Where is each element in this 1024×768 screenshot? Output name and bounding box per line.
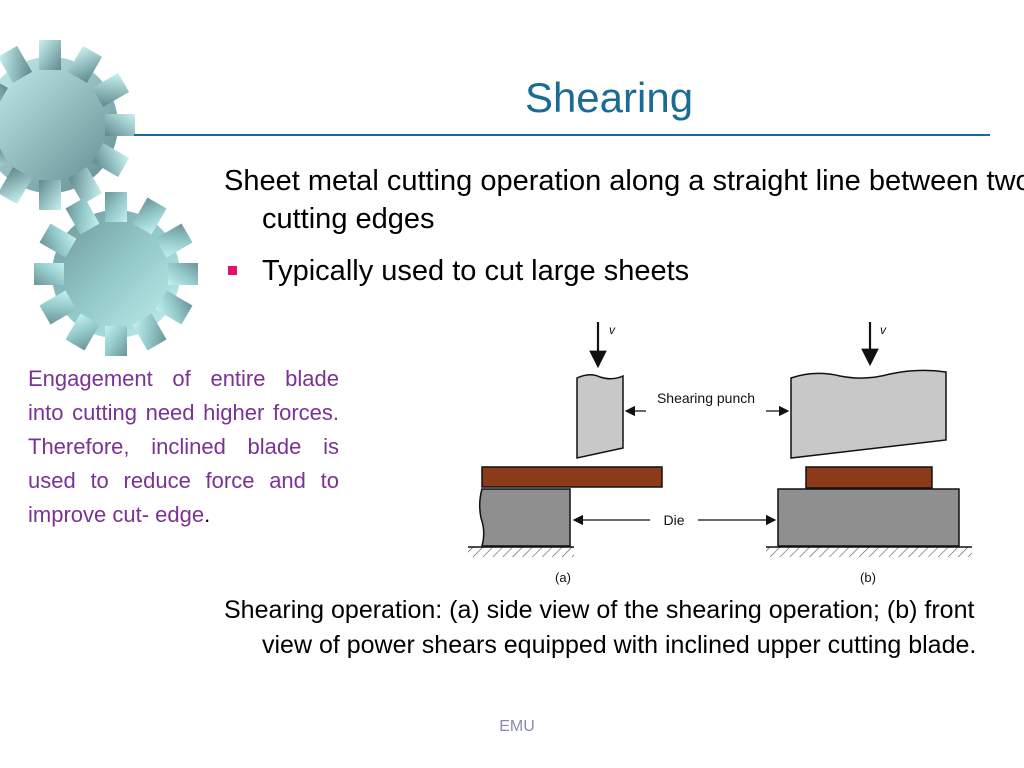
label-b: (b) [860, 570, 876, 585]
slide-title: Shearing [524, 74, 694, 121]
figure-caption: Shearing operation: (a) side view of the… [224, 596, 977, 659]
die-label: Die [663, 512, 684, 528]
main-bullet-text: Sheet metal cutting operation along a st… [224, 165, 1024, 235]
ground-hatch-b [766, 547, 972, 557]
die-a [478, 488, 571, 547]
gear-icon [34, 192, 198, 356]
velocity-label-b: v [880, 323, 887, 337]
punch-a [576, 374, 624, 459]
die-b [777, 488, 960, 547]
shearing-figure: v v Shearing punch Die (a) (b) [468, 322, 972, 585]
label-a: (a) [555, 570, 571, 585]
side-note-period: . [204, 502, 211, 527]
square-bullet-icon [228, 266, 237, 275]
sub-bullet-text: Typically used to cut large sheets [262, 255, 690, 287]
title-divider [134, 134, 990, 136]
side-note-text: Engagement of entire blade into cutting … [28, 366, 339, 527]
inclined-punch-b [790, 369, 947, 459]
gear-icon [0, 40, 135, 210]
sheet-a [481, 466, 663, 488]
footer-text: EMU [499, 718, 535, 735]
sub-bullet: Typically used to cut large sheets [228, 252, 1002, 290]
ground-hatch-a [468, 547, 574, 557]
side-note: Engagement of entire blade into cutting … [28, 362, 339, 532]
decorative-gears [0, 40, 198, 356]
shearing-punch-label: Shearing punch [657, 390, 755, 406]
velocity-label-a: v [609, 323, 616, 337]
sheet-b [805, 466, 933, 489]
